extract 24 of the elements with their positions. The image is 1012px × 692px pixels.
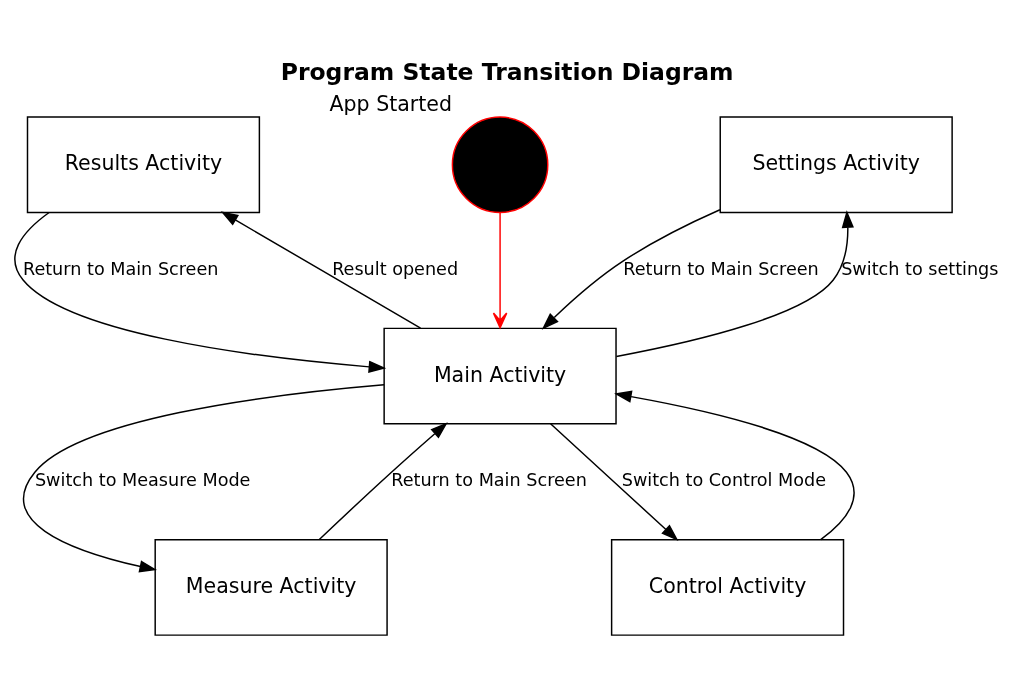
edge-label: Return to Main Screen <box>623 258 819 279</box>
arrow <box>615 210 854 358</box>
arrow <box>23 384 385 573</box>
edge-label: Switch to Measure Mode <box>34 470 251 491</box>
arrow <box>541 209 721 330</box>
edge-label: Switch to settings <box>841 258 999 279</box>
arrow <box>14 211 387 373</box>
node-label: App Started <box>329 92 452 117</box>
arrow <box>220 211 422 329</box>
diagram-title: Program State Transition Diagram <box>280 58 734 87</box>
edge-label: Return to Main Screen <box>22 258 219 279</box>
arrow <box>549 423 679 541</box>
node-box: Control Activity <box>610 539 845 636</box>
edge-label: Switch to Control Mode <box>621 470 827 491</box>
node-box: Measure Activity <box>154 539 388 636</box>
node-box: Results Activity <box>26 116 261 214</box>
edge-label: Return to Main Screen <box>391 470 587 491</box>
arrow <box>492 211 508 329</box>
node-box: Settings Activity <box>719 116 953 214</box>
node-box: Main Activity <box>383 327 617 425</box>
edge-label: Result opened <box>332 258 459 279</box>
node-circle <box>451 116 549 214</box>
arrow <box>614 390 855 541</box>
arrow <box>318 422 448 541</box>
